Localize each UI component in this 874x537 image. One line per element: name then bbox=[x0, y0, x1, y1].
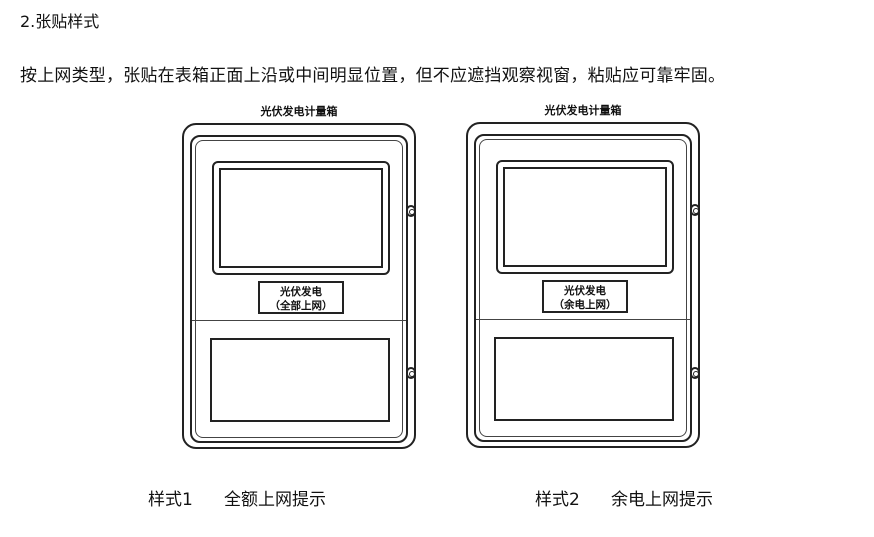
caption-1-number: 样式1 bbox=[148, 490, 193, 510]
meter-box-figure-2: 光伏发电计量箱 光伏发电 （余电上网） bbox=[466, 104, 700, 448]
caption-2-number: 样式2 bbox=[535, 490, 580, 510]
divider bbox=[192, 320, 406, 321]
divider bbox=[476, 319, 690, 320]
caption-1-text: 全额上网提示 bbox=[224, 490, 326, 510]
caption-2-text: 余电上网提示 bbox=[611, 490, 713, 510]
section-heading: 2.张贴样式 bbox=[20, 12, 100, 31]
observation-window bbox=[212, 161, 390, 275]
meter-box-figure-1: 光伏发电计量箱 光伏发电 （全部上网） bbox=[182, 105, 416, 449]
sticker-label: 光伏发电 （全部上网） bbox=[258, 281, 344, 314]
instruction-paragraph: 按上网类型，张贴在表箱正面上沿或中间明显位置，但不应遮挡观察视窗，粘贴应可靠牢固… bbox=[20, 66, 726, 86]
box-title: 光伏发电计量箱 bbox=[544, 104, 622, 117]
lock-icon bbox=[406, 367, 416, 379]
lock-icon bbox=[690, 367, 700, 379]
box-door: 光伏发电 （全部上网） bbox=[190, 135, 416, 443]
lock-icon bbox=[406, 205, 416, 217]
sticker-line-2: （余电上网） bbox=[553, 299, 617, 311]
lower-window bbox=[210, 338, 390, 422]
sticker-line-1: 光伏发电 bbox=[564, 285, 606, 297]
lock-icon bbox=[690, 204, 700, 216]
observation-window bbox=[496, 160, 674, 274]
sticker-label: 光伏发电 （余电上网） bbox=[542, 280, 628, 313]
lower-window bbox=[494, 337, 674, 421]
box-door: 光伏发电 （余电上网） bbox=[474, 134, 700, 442]
sticker-line-2: （全部上网） bbox=[269, 300, 333, 312]
sticker-line-1: 光伏发电 bbox=[280, 286, 322, 298]
box-title: 光伏发电计量箱 bbox=[260, 105, 338, 118]
